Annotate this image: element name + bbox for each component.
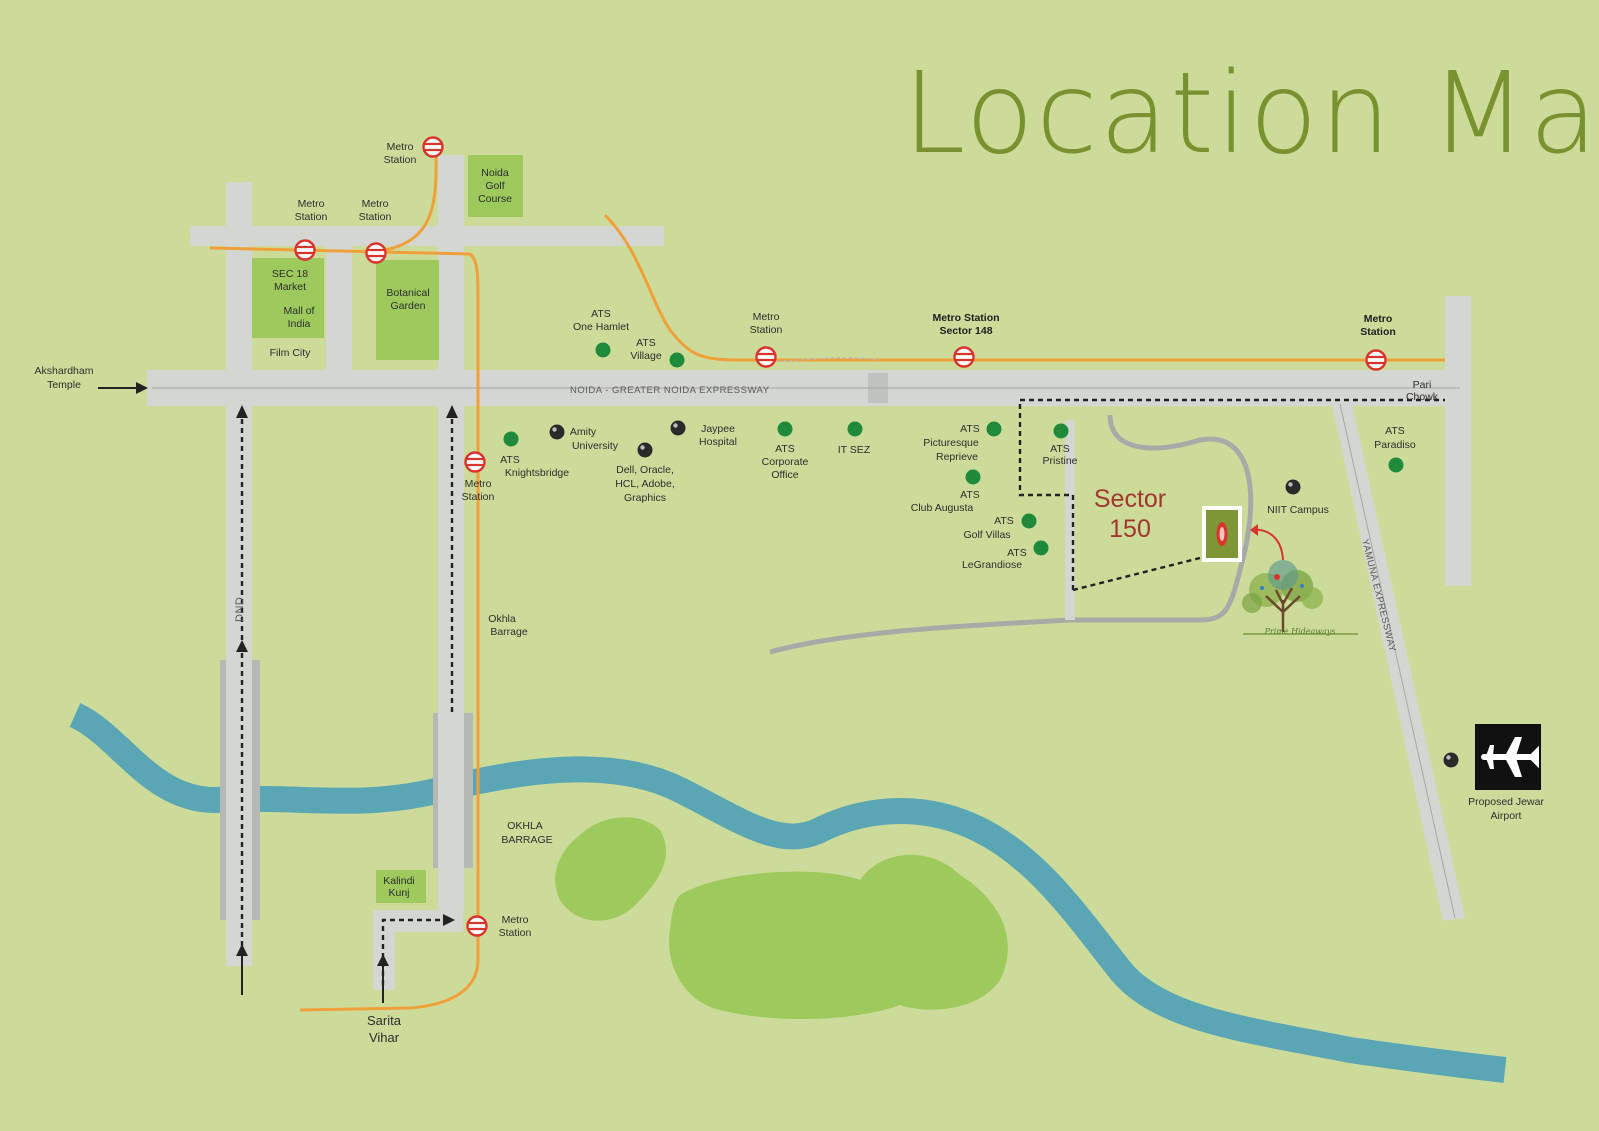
metro-lines — [209, 150, 1445, 1012]
label-nit-campus: NIIT Campus — [1267, 504, 1329, 516]
metro-station-icon — [466, 915, 488, 937]
landmark-dot-icon — [670, 420, 686, 436]
label-dell: Dell, Oracle,HCL, Adobe,Graphics — [615, 464, 675, 504]
metro-station-icon — [365, 242, 387, 264]
dashed-routes — [240, 398, 1445, 985]
label-film-city: Film City — [270, 347, 312, 359]
park-area-large — [669, 854, 1008, 1020]
metro-station-icon — [422, 136, 444, 158]
label-it-sez: IT SEZ — [838, 444, 871, 456]
project-pointer-arrowhead — [1250, 524, 1258, 536]
landmark-dot-icon — [1285, 479, 1301, 495]
metro-station-icon — [953, 346, 975, 368]
yamuna-centerline — [1339, 403, 1456, 919]
metro-line-dashed — [764, 357, 881, 363]
route-arrows — [236, 405, 458, 966]
park-area-small — [555, 817, 667, 921]
metro-station-icon — [294, 239, 316, 261]
sec18-mall-block — [252, 258, 324, 338]
metro-station-icon — [1365, 349, 1387, 371]
sector-number: 150 — [1109, 515, 1151, 543]
yamuna-river — [69, 703, 1507, 1083]
metro-station-icon — [755, 346, 777, 368]
label-dnd: DND — [234, 597, 246, 622]
sector-label: Sector — [1094, 485, 1166, 513]
akshardham-arrow-icon — [136, 382, 148, 394]
landmark-dot-icon — [637, 442, 653, 458]
landmark-dot-icon — [549, 424, 565, 440]
metro-station-icon — [464, 451, 486, 473]
airplane-icon[interactable] — [1475, 724, 1541, 790]
kalindi-kunj-box — [376, 870, 426, 903]
poi-dots — [503, 342, 1404, 556]
project-location-icon[interactable] — [1202, 506, 1242, 562]
project-logo-text: Prime Hideaways — [1263, 627, 1335, 636]
entry-arrows — [98, 387, 384, 1003]
landmark-dot-icon — [1443, 752, 1459, 768]
botanical-garden — [376, 260, 439, 360]
label-expressway: NOIDA - GREATER NOIDA EXPRESSWAY — [570, 385, 770, 396]
noida-golf-course — [468, 155, 523, 217]
project-tree-logo — [1242, 560, 1358, 635]
sector-150-road — [769, 414, 1254, 655]
page-title: Location Map — [903, 49, 1599, 179]
